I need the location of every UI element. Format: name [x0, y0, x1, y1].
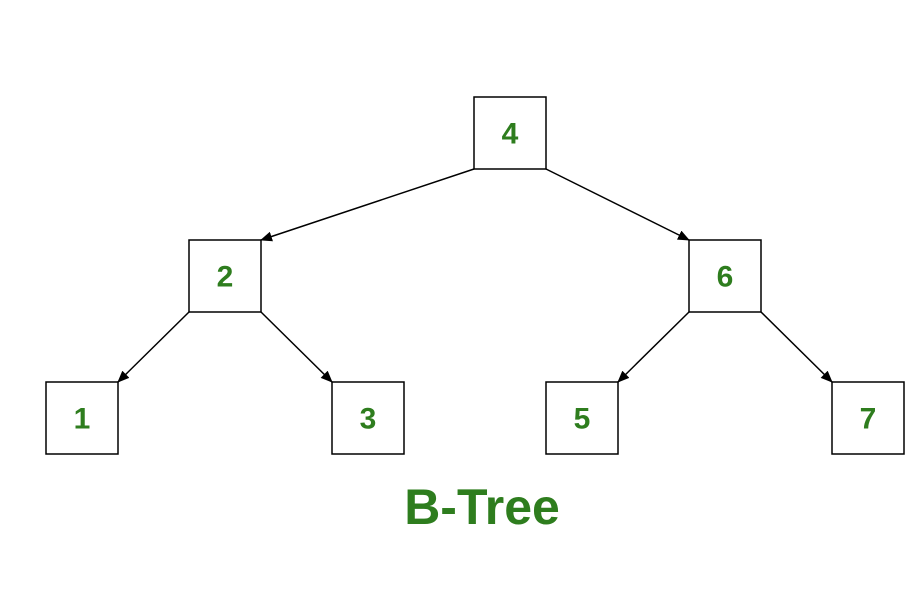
node-box — [473, 96, 547, 170]
tree-node-1: 1 — [45, 381, 119, 455]
tree-node-3: 3 — [331, 381, 405, 455]
diagram-title: B-Tree — [404, 479, 560, 535]
edge-n4-n6 — [545, 168, 690, 241]
node-box — [831, 381, 905, 455]
node-label: 6 — [717, 261, 734, 294]
node-label: 3 — [360, 403, 377, 436]
node-label: 1 — [74, 403, 91, 436]
tree-node-4: 4 — [473, 96, 547, 170]
edge-n6-n7 — [760, 311, 833, 383]
node-label: 5 — [574, 403, 591, 436]
edge-n2-n3 — [260, 311, 333, 383]
tree-node-7: 7 — [831, 381, 905, 455]
edge-n4-n2 — [260, 168, 475, 242]
tree-node-5: 5 — [545, 381, 619, 455]
tree-node-6: 6 — [688, 239, 762, 313]
edge-n2-n1 — [117, 311, 190, 383]
node-box — [45, 381, 119, 455]
node-box — [545, 381, 619, 455]
node-box — [188, 239, 262, 313]
tree-node-2: 2 — [188, 239, 262, 313]
node-box — [688, 239, 762, 313]
node-label: 2 — [217, 261, 234, 294]
node-label: 4 — [502, 118, 519, 151]
edge-n6-n5 — [617, 311, 690, 383]
node-box — [331, 381, 405, 455]
edges — [117, 168, 833, 383]
nodes: 4 2 6 1 3 5 7 — [45, 96, 905, 455]
node-label: 7 — [860, 403, 877, 436]
